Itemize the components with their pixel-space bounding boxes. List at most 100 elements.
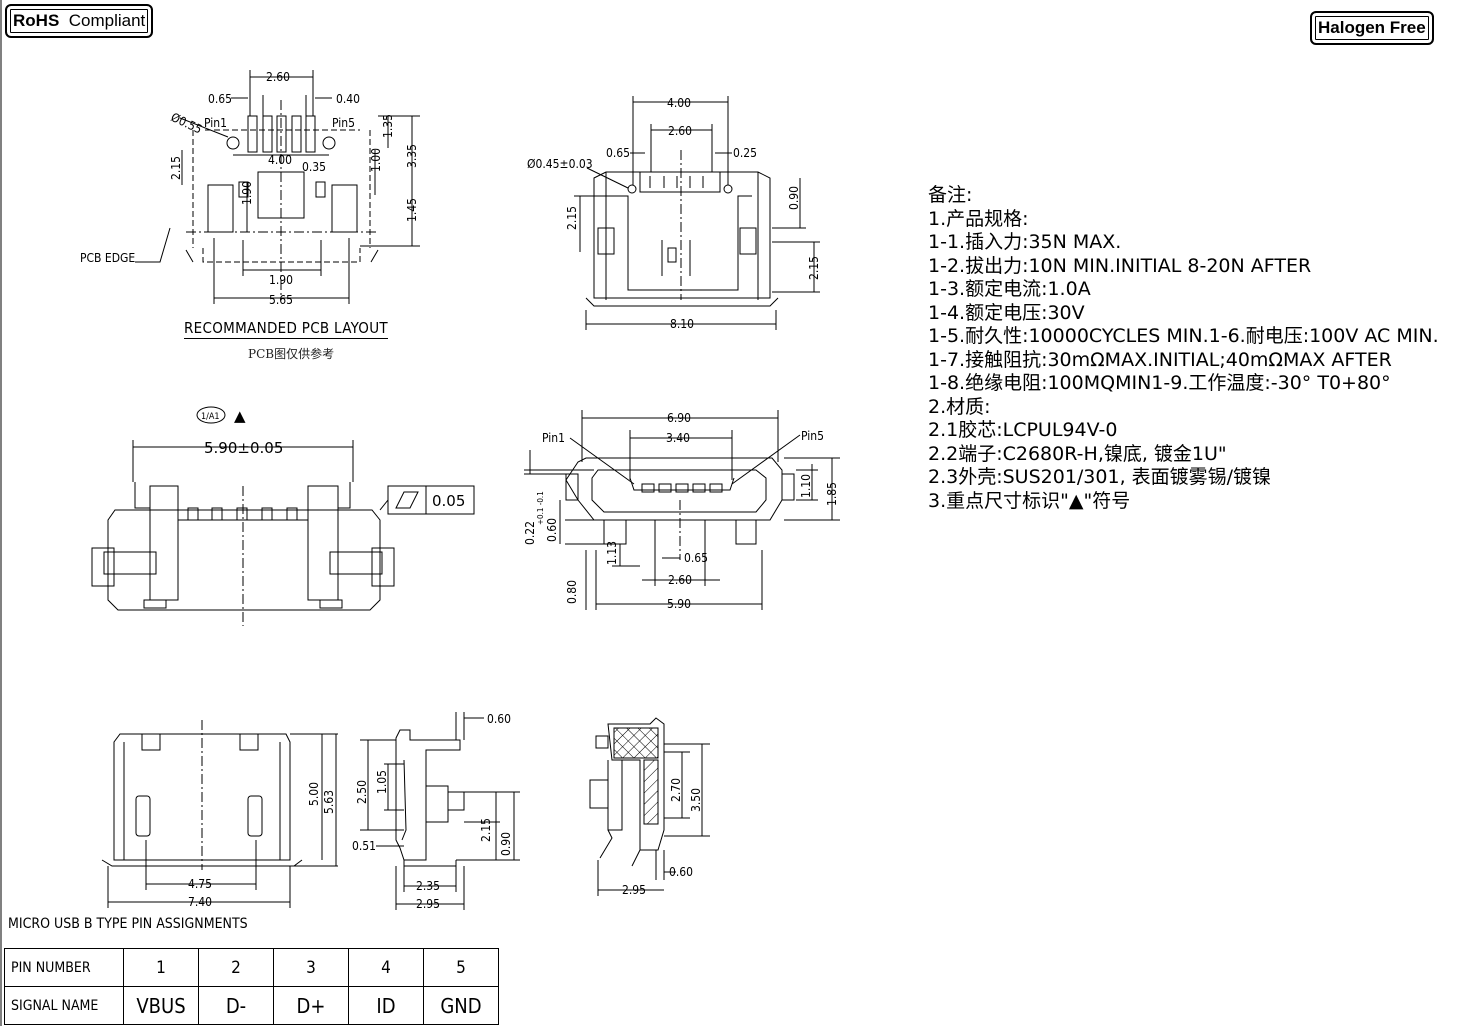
front-dim-8-10: 8.10 bbox=[670, 317, 694, 331]
pin-number-cell: 3 bbox=[273, 948, 349, 987]
pcb-pin1-label: Pin1 bbox=[204, 116, 227, 130]
mating-face-view bbox=[524, 410, 840, 610]
dim-1-90-vertical: 1.90 bbox=[240, 181, 254, 205]
pin-table-title: MICRO USB B TYPE PIN ASSIGNMENTS bbox=[8, 916, 248, 932]
signal-name-header: SIGNAL NAME bbox=[4, 986, 124, 1025]
revision-tag: 1/A1 bbox=[201, 412, 220, 422]
bottom-dim-4-75: 4.75 bbox=[188, 877, 212, 891]
front-dim-4-00: 4.00 bbox=[667, 96, 691, 110]
front-dim-2-60: 2.60 bbox=[668, 124, 692, 138]
mate-dim-1-13: 1.13 bbox=[605, 541, 619, 565]
side-dim-2-35: 2.35 bbox=[416, 879, 440, 893]
side-dim-0-60: 0.60 bbox=[487, 712, 511, 726]
section-dim-3-50: 3.50 bbox=[689, 788, 703, 812]
dim-4-00: 4.00 bbox=[268, 153, 292, 167]
pcb-layout-subtitle: PCB图仅供参考 bbox=[248, 347, 335, 361]
table-row: SIGNAL NAME VBUS D- D+ ID GND bbox=[4, 986, 499, 1025]
halogen-free-badge: Halogen Free bbox=[1310, 11, 1434, 45]
dim-1-00: 1.00 bbox=[369, 148, 383, 172]
spec-notes: 备注:1.产品规格:1-1.插入力:35N MAX.1-2.拔出力:10N MI… bbox=[928, 184, 1439, 513]
signal-name-cell: GND bbox=[423, 986, 499, 1025]
rohs-compliant-badge: RoHS Compliant bbox=[5, 4, 154, 38]
note-line: 1-3.额定电流:1.0A bbox=[928, 278, 1091, 300]
pin-number-cell: 2 bbox=[198, 948, 274, 987]
signal-name-cell: ID bbox=[348, 986, 424, 1025]
pin-number-cell: 1 bbox=[123, 948, 199, 987]
dim-0-35: 0.35 bbox=[302, 160, 326, 174]
note-line: 1-7.接触阻抗:30mΩMAX.INITIAL;40mΩMAX AFTER bbox=[928, 348, 1392, 371]
dim-1-45: 1.45 bbox=[405, 198, 419, 222]
section-dim-0-60: 0.60 bbox=[669, 865, 693, 879]
table-row: PIN NUMBER 1 2 3 4 5 bbox=[4, 948, 499, 987]
mate-dim-0-65: 0.65 bbox=[684, 551, 708, 565]
mate-dim-5-90: 5.90 bbox=[667, 597, 691, 611]
dim-hole-0-55: Ø0.55 bbox=[169, 110, 204, 136]
dim-5-65: 5.65 bbox=[269, 293, 293, 307]
bottom-dim-5-00: 5.00 bbox=[307, 782, 321, 806]
bottom-view bbox=[101, 720, 338, 908]
section-dim-2-70: 2.70 bbox=[669, 778, 683, 802]
note-line: 2.材质: bbox=[928, 395, 991, 418]
mate-dim-2-60: 2.60 bbox=[668, 573, 692, 587]
note-line: 3.重点尺寸标识"▲"符号 bbox=[928, 489, 1131, 512]
side-dim-2-95: 2.95 bbox=[416, 897, 440, 911]
front-dim-hole: Ø0.45±0.03 bbox=[527, 157, 593, 171]
note-line: 2.2端子:C2680R-H,镍底, 镀金1U" bbox=[928, 442, 1227, 465]
dim-1-90-horizontal: 1.90 bbox=[269, 273, 293, 287]
pcb-layout-view bbox=[135, 70, 420, 304]
side-dim-0-90: 0.90 bbox=[499, 832, 513, 856]
note-line: 1-2.拔出力:10N MIN.INITIAL 8-20N AFTER bbox=[928, 254, 1312, 277]
dim-5-90-tol: 5.90±0.05 bbox=[204, 439, 283, 457]
dim-1-35: 1.35 bbox=[381, 114, 395, 138]
pin-number-header: PIN NUMBER bbox=[4, 948, 124, 987]
note-line: 1-8.绝缘电阻:100MQMIN1-9.工作温度:-30° T0+80° bbox=[928, 372, 1391, 394]
mate-dim-1-10: 1.10 bbox=[799, 474, 813, 498]
front-view bbox=[574, 96, 820, 330]
note-line: 1-5.耐久性:10000CYCLES MIN.1-6.耐电压:100V AC … bbox=[928, 325, 1439, 347]
mate-dim-1-85: 1.85 bbox=[825, 482, 839, 506]
mate-dim-0-60: 0.60 bbox=[545, 518, 559, 542]
note-line: 2.3外壳:SUS201/301, 表面镀雾锡/镀镍 bbox=[928, 466, 1272, 488]
mate-dim-6-90: 6.90 bbox=[667, 411, 691, 425]
bottom-dim-7-40: 7.40 bbox=[188, 895, 212, 909]
flatness-tolerance: 0.05 bbox=[432, 492, 465, 510]
section-dim-2-95: 2.95 bbox=[622, 883, 646, 897]
mate-dim-0-22: 0.22 bbox=[523, 521, 537, 545]
compliant-label: Compliant bbox=[68, 11, 146, 30]
pin-assignment-table: PIN NUMBER 1 2 3 4 5 SIGNAL NAME VBUS D-… bbox=[4, 948, 499, 1025]
side-dim-2-15: 2.15 bbox=[479, 818, 493, 842]
pin-number-cell: 5 bbox=[423, 948, 499, 987]
section-view bbox=[589, 717, 710, 896]
mate-dim-0-80: 0.80 bbox=[565, 580, 579, 604]
pcb-layout-title: RECOMMANDED PCB LAYOUT bbox=[184, 319, 388, 339]
note-line: 1.产品规格: bbox=[928, 207, 1029, 230]
dim-2-15: 2.15 bbox=[169, 156, 183, 180]
signal-name-cell: D- bbox=[198, 986, 274, 1025]
mate-pin1-label: Pin1 bbox=[542, 431, 565, 445]
note-line: 1-4.额定电压:30V bbox=[928, 301, 1085, 324]
signal-name-cell: D+ bbox=[273, 986, 349, 1025]
bottom-dim-5-63: 5.63 bbox=[322, 790, 336, 814]
signal-name-cell: VBUS bbox=[123, 986, 199, 1025]
side-dim-2-50: 2.50 bbox=[355, 780, 369, 804]
top-view bbox=[91, 406, 475, 626]
dim-2-60: 2.60 bbox=[266, 70, 290, 84]
dim-3-35: 3.35 bbox=[405, 144, 419, 168]
note-line: 2.1胶芯:LCPUL94V-0 bbox=[928, 419, 1118, 441]
dim-0-40: 0.40 bbox=[336, 92, 360, 106]
dim-0-65: 0.65 bbox=[208, 92, 232, 106]
side-view bbox=[360, 712, 520, 910]
pcb-pin5-label: Pin5 bbox=[332, 116, 355, 130]
mate-dim-3-40: 3.40 bbox=[666, 431, 690, 445]
note-line: 备注: bbox=[928, 184, 973, 206]
rohs-label: RoHS bbox=[13, 11, 60, 30]
pcb-edge-label: PCB EDGE bbox=[80, 251, 135, 265]
side-dim-0-51: 0.51 bbox=[352, 839, 376, 853]
pin-number-cell: 4 bbox=[348, 948, 424, 987]
front-dim-2-15-left: 2.15 bbox=[565, 206, 579, 230]
mate-pin5-label: Pin5 bbox=[801, 429, 824, 443]
mate-dim-0-22-tolerance: +0.1 -0.1 bbox=[536, 491, 545, 525]
front-dim-0-90: 0.90 bbox=[787, 186, 801, 210]
side-dim-1-05: 1.05 bbox=[375, 770, 389, 794]
